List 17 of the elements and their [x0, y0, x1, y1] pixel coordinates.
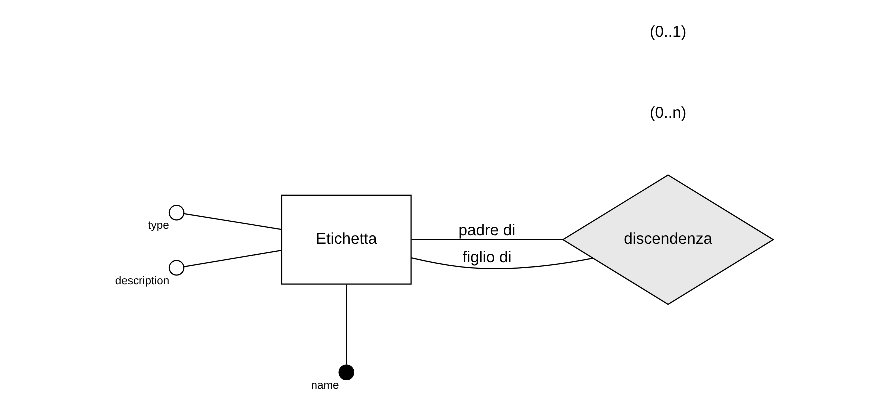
node-label: name: [310, 380, 339, 392]
label: (0..1): [649, 24, 686, 42]
node-circle: [338, 364, 354, 380]
edge-label: padre di: [458, 222, 516, 240]
node-circle: [168, 205, 184, 221]
node-box: Etichetta: [280, 194, 412, 285]
connector: [184, 213, 282, 230]
node-circle: [168, 260, 184, 276]
connector: [184, 250, 282, 268]
connector: [410, 257, 593, 270]
node-label: type: [148, 220, 169, 232]
connector: [346, 284, 347, 365]
label: (0..n): [649, 105, 686, 122]
node-diamond: discendenza: [562, 174, 774, 306]
connector: [411, 239, 562, 240]
edge-label: figlio di: [462, 250, 512, 267]
node-label: description: [114, 275, 170, 288]
